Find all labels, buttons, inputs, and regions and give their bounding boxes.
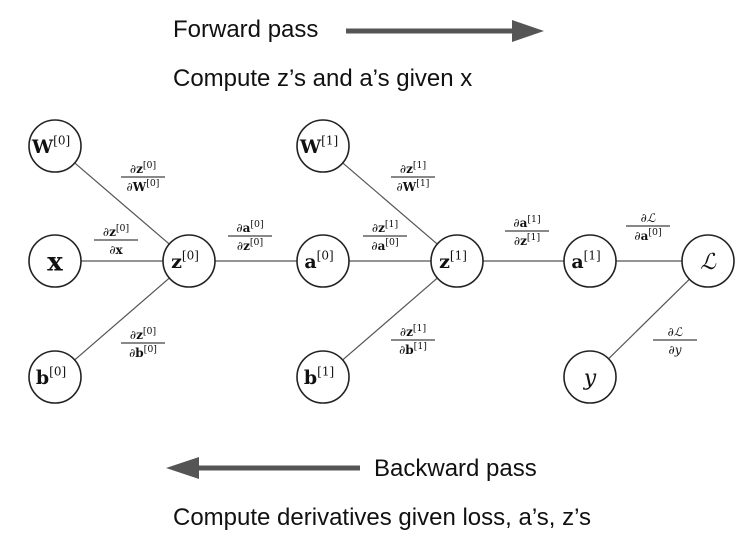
node-a1: a[1] <box>563 234 617 288</box>
node-circle <box>296 234 350 288</box>
derivative-denominator: ∂a[0] <box>634 227 661 243</box>
forward-pass-title: Forward pass <box>173 16 318 43</box>
node-label: a[0] <box>304 248 333 273</box>
derivative-label-x-z0: ∂z[0] ∂x <box>94 223 138 257</box>
derivative-numerator: ∂a[0] <box>236 219 263 235</box>
derivative-label-b0-z0: ∂z[0] ∂b[0] <box>121 326 165 360</box>
node-x: x <box>28 234 82 288</box>
derivative-numerator: ∂z[1] <box>400 160 426 176</box>
node-circle <box>430 234 484 288</box>
node-circle <box>296 119 350 173</box>
node-label: x <box>47 247 63 277</box>
edge-w1-z1 <box>342 162 438 245</box>
node-circle <box>563 350 617 404</box>
derivative-label-z1-a1: ∂a[1] ∂z[1] <box>505 214 549 248</box>
node-z0: z[0] <box>162 234 216 288</box>
derivative-numerator: ∂z[1] <box>400 323 426 339</box>
derivative-numerator: ∂a[1] <box>513 214 540 230</box>
derivative-label-a1-l: ∂ℒ ∂a[0] <box>626 211 670 243</box>
node-label: a[1] <box>571 248 600 273</box>
node-b1: b[1] <box>296 350 350 404</box>
node-b0: b[0] <box>28 350 82 404</box>
derivative-label-y-l: ∂ℒ ∂y <box>653 325 697 357</box>
nodes: W[0] x b[0] z[0] a[0] W[1] b[1] z[1] a[1] y ℒ <box>28 119 735 404</box>
derivative-denominator: ∂a[0] <box>371 237 398 253</box>
node-label: y <box>583 366 597 391</box>
derivative-label-w0-z0: ∂z[0] ∂W[0] <box>121 160 165 194</box>
derivative-label-w1-z1: ∂z[1] ∂W[1] <box>391 160 435 194</box>
node-label: z[1] <box>439 248 467 273</box>
derivative-denominator: ∂b[1] <box>399 341 427 357</box>
edge-y-l <box>608 278 690 360</box>
node-l: ℒ <box>681 234 735 288</box>
derivative-denominator: ∂z[1] <box>514 232 540 248</box>
edge-b0-z0 <box>74 277 170 361</box>
node-a0: a[0] <box>296 234 350 288</box>
derivative-denominator: ∂z[0] <box>237 237 263 253</box>
forward-arrow <box>346 20 544 42</box>
node-circle <box>28 234 82 288</box>
node-label: b[0] <box>36 364 66 389</box>
edge-b1-z1 <box>342 277 438 361</box>
derivative-numerator: ∂ℒ <box>641 211 656 225</box>
derivative-numerator: ∂z[0] <box>130 326 156 342</box>
derivative-denominator: ∂y <box>669 343 682 357</box>
derivative-denominator: ∂x <box>109 243 123 257</box>
edges <box>74 162 690 361</box>
forward-pass-subtitle: Compute z’s and a’s given x <box>173 65 472 92</box>
derivative-numerator: ∂z[0] <box>130 160 156 176</box>
node-label: z[0] <box>171 248 199 273</box>
node-z1: z[1] <box>430 234 484 288</box>
derivative-denominator: ∂W[0] <box>127 178 160 194</box>
backward-pass-title: Backward pass <box>374 455 537 482</box>
node-label: W[1] <box>299 133 338 158</box>
derivative-labels: ∂z[0]∂W[0]∂z[0]∂x∂z[0]∂b[0]∂a[0]∂z[0]∂z[… <box>94 160 697 360</box>
node-circle <box>162 234 216 288</box>
derivative-denominator: ∂b[0] <box>129 344 157 360</box>
derivative-denominator: ∂W[1] <box>397 178 430 194</box>
derivative-label-b1-z1: ∂z[1] ∂b[1] <box>391 323 435 357</box>
derivative-label-z0-a0: ∂a[0] ∂z[0] <box>228 219 272 253</box>
node-y: y <box>563 350 617 404</box>
derivative-label-a0-z1: ∂z[1] ∂a[0] <box>363 219 407 253</box>
node-circle <box>28 350 82 404</box>
node-circle <box>563 234 617 288</box>
backward-arrow <box>166 457 360 479</box>
node-w1: W[1] <box>296 119 350 173</box>
edge-w0-z0 <box>74 162 170 245</box>
derivative-numerator: ∂z[0] <box>103 223 129 239</box>
node-label: b[1] <box>304 364 334 389</box>
node-w0: W[0] <box>28 119 82 173</box>
node-label: ℒ <box>700 250 717 275</box>
node-circle <box>296 350 350 404</box>
node-circle <box>28 119 82 173</box>
derivative-numerator: ∂z[1] <box>372 219 398 235</box>
derivative-numerator: ∂ℒ <box>668 325 683 339</box>
node-label: W[0] <box>31 133 70 158</box>
node-circle <box>681 234 735 288</box>
backward-pass-subtitle: Compute derivatives given loss, a’s, z’s <box>173 504 591 531</box>
